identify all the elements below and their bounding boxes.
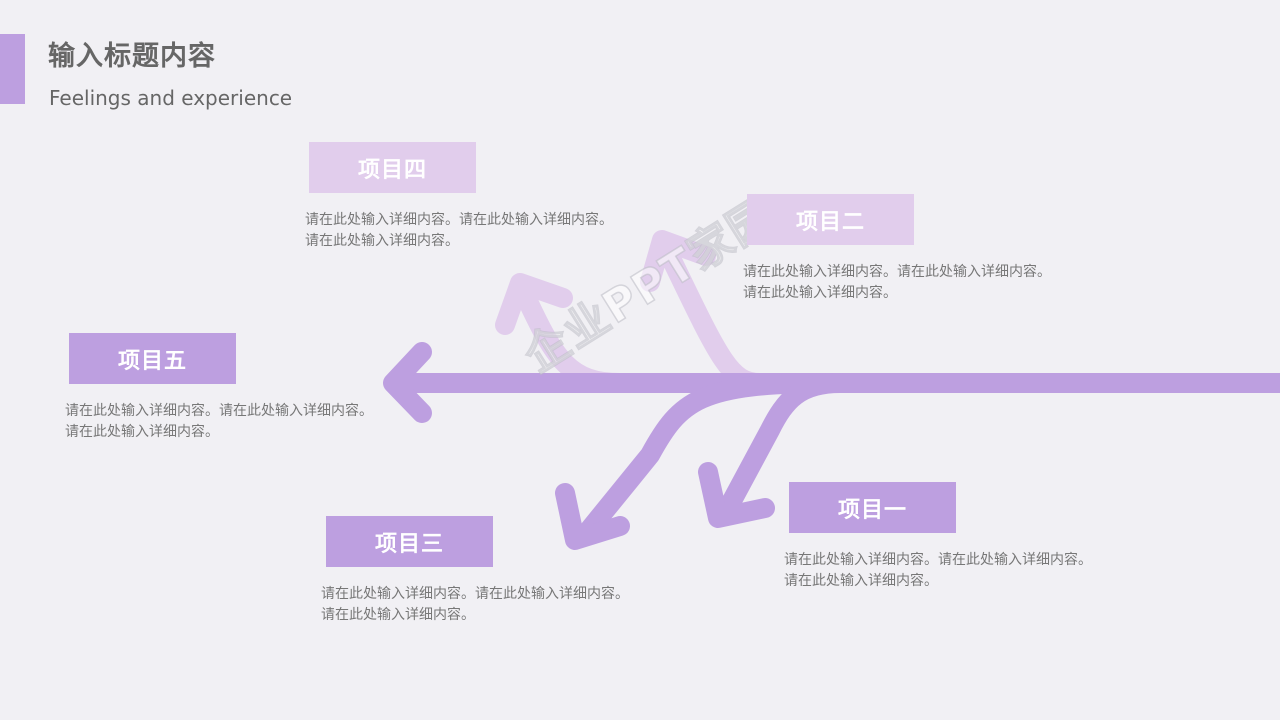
arrow-main-head (383, 342, 432, 423)
item-four-description: 请在此处输入详细内容。请在此处输入详细内容。 请在此处输入详细内容。 (305, 212, 613, 249)
item-three-description: 请在此处输入详细内容。请在此处输入详细内容。 请在此处输入详细内容。 (321, 586, 629, 623)
item-three-label: 项目三 (326, 516, 493, 567)
item-two-description: 请在此处输入详细内容。请在此处输入详细内容。 请在此处输入详细内容。 (743, 264, 1051, 301)
item-one-label: 项目一 (789, 482, 956, 533)
item-five-description: 请在此处输入详细内容。请在此处输入详细内容。 请在此处输入详细内容。 (65, 403, 373, 440)
item-four-label: 项目四 (309, 142, 476, 193)
arrow-down-right (717, 373, 850, 520)
item-two-label: 项目二 (747, 194, 914, 245)
arrow-down-left (575, 373, 840, 545)
item-five-label: 项目五 (69, 333, 236, 384)
arrow-up-right-head (640, 230, 716, 292)
arrow-up-left-head (495, 273, 573, 335)
arrow-down-left-head (555, 483, 630, 550)
page-subtitle: Feelings and experience (49, 86, 293, 110)
item-one-description: 请在此处输入详细内容。请在此处输入详细内容。 请在此处输入详细内容。 (784, 552, 1092, 589)
title-accent-bar (0, 34, 25, 104)
arrow-down-right-head (698, 462, 775, 528)
page-title: 输入标题内容 (48, 41, 216, 72)
